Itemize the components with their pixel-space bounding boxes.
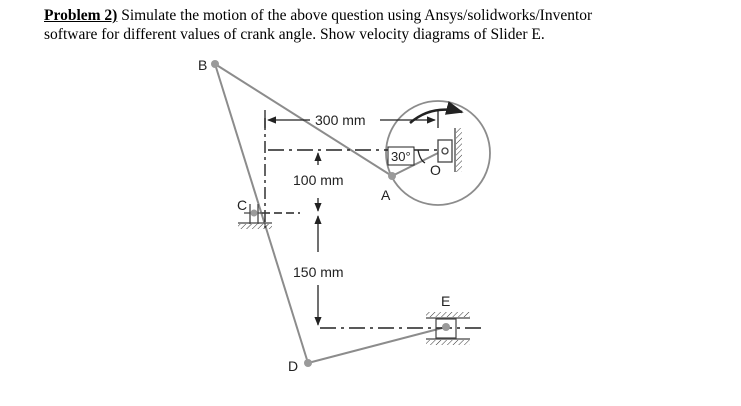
joint-E <box>442 323 450 331</box>
rotation-arrow <box>409 101 464 124</box>
label-C: C <box>237 197 247 213</box>
label-B: B <box>198 57 207 73</box>
label-E: E <box>441 293 450 309</box>
center-lines <box>262 118 485 329</box>
label-O: O <box>430 162 441 178</box>
problem-number: Problem 2) <box>44 7 118 24</box>
angle-label-box <box>387 146 415 166</box>
angle-arc <box>417 149 426 164</box>
dimension-300-label: 300 mm <box>315 112 366 128</box>
problem-line-2: software for different values of crank a… <box>44 26 545 43</box>
label-D: D <box>288 358 298 374</box>
dimension-100-label: 100 mm <box>293 172 344 188</box>
joint-B <box>211 60 219 68</box>
ground-O <box>437 128 462 172</box>
angle-label: 30° <box>391 149 411 164</box>
joint-D <box>304 359 312 367</box>
dimension-150-label: 150 mm <box>293 264 344 280</box>
joint-C <box>250 209 258 217</box>
problem-statement: Problem 2) Simulate the motion of the ab… <box>44 6 724 44</box>
link-DE <box>307 326 447 364</box>
dimension-300 <box>264 110 439 128</box>
crank-circle <box>385 100 491 206</box>
joint-A <box>388 172 396 180</box>
crank-OA <box>391 152 439 177</box>
problem-line-1: Simulate the motion of the above questio… <box>117 7 593 24</box>
slider-E-guides <box>426 312 470 345</box>
label-A: A <box>381 187 391 203</box>
